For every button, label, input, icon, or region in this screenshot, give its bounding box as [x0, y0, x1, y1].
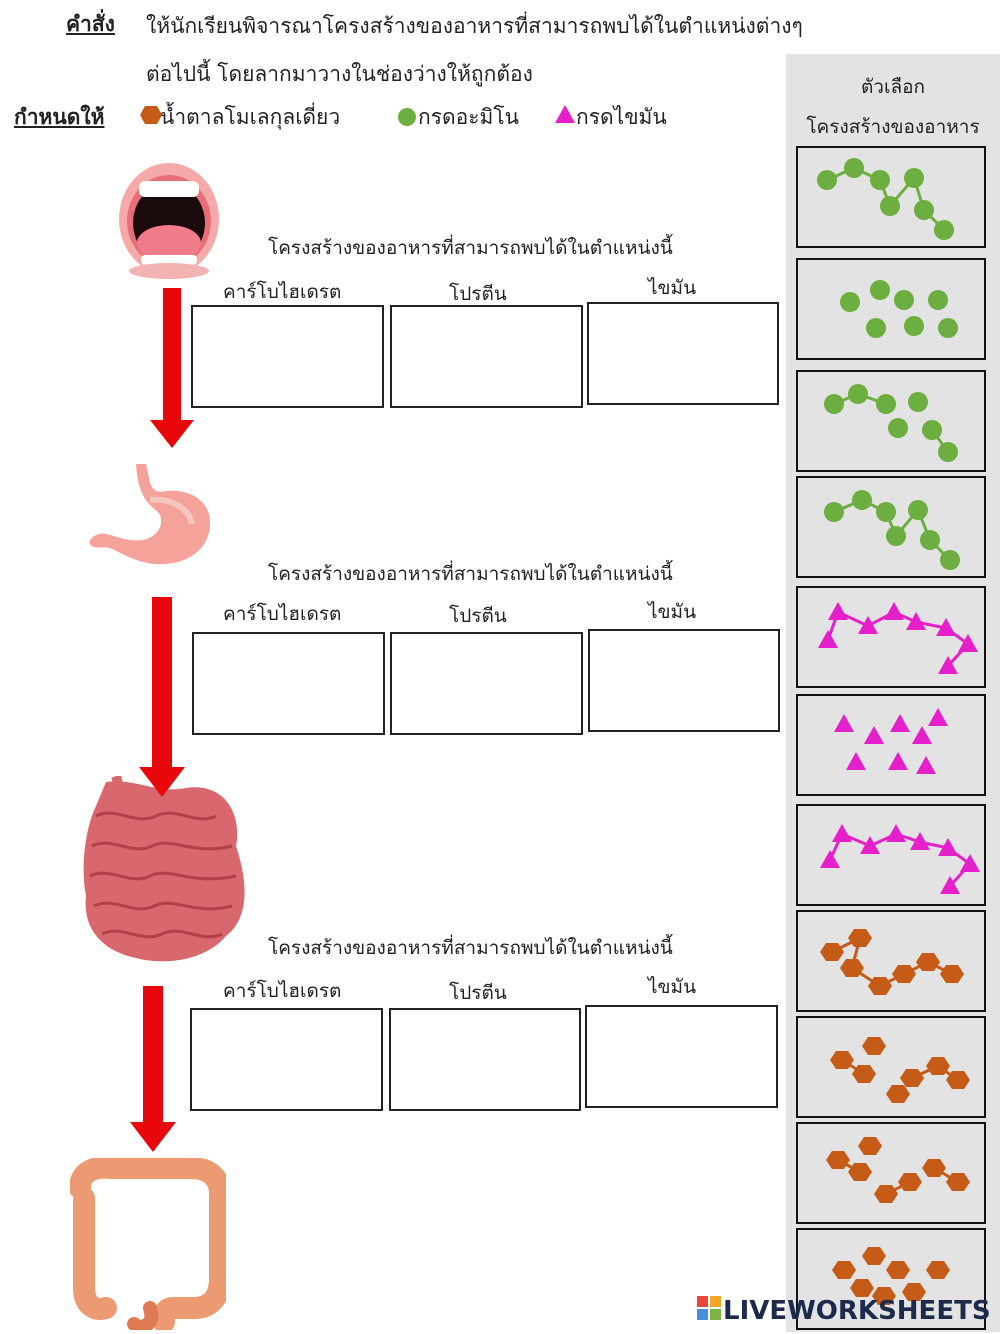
- section-3-carbohydrate-dropzone[interactable]: [190, 1008, 383, 1111]
- instruction-line-2: ต่อไปนี้ โดยลากมาวางในช่องว่างให้ถูกต้อง: [146, 58, 533, 91]
- large-intestine-image: [70, 1158, 226, 1334]
- small-intestine-image: [76, 776, 248, 974]
- amino-acid-chain-graphic: [798, 478, 988, 580]
- option-card-sugar-short-chains-1[interactable]: [796, 1016, 986, 1118]
- amino-acid-chain-graphic: [798, 148, 988, 250]
- option-card-fatty-acid-chain-2[interactable]: [796, 804, 986, 906]
- instruction-label: คำสั่ง: [66, 8, 115, 41]
- legend-item-sugar: น้ำตาลโมเลกุลเดี่ยว: [160, 101, 340, 134]
- liveworksheets-logo: LIVEWORKSHEETS: [697, 1296, 991, 1327]
- free-amino-acids-graphic: [798, 260, 988, 362]
- section-2-protein-label: โปรตีน: [449, 601, 507, 631]
- section-2-carbohydrate-label: คาร์โบไฮเดรต: [223, 599, 341, 629]
- liveworksheets-logo-text: LIVEWORKSHEETS: [723, 1296, 991, 1326]
- section-1-carbohydrate-dropzone[interactable]: [191, 305, 384, 408]
- circle-icon: [397, 107, 417, 131]
- fatty-acid-chain-graphic: [798, 588, 988, 690]
- section-3-carbohydrate-label: คาร์โบไฮเดรต: [223, 976, 341, 1006]
- sugar-short-chains-graphic: [798, 1124, 988, 1226]
- sugar-short-chains-graphic: [798, 1018, 988, 1120]
- down-arrow-2: [139, 597, 185, 801]
- section-3-fat-label: ไขมัน: [648, 972, 696, 1002]
- mouth-image: [117, 163, 221, 285]
- section-1-fat-dropzone[interactable]: [587, 302, 779, 405]
- section-1-carbohydrate-label: คาร์โบไฮเดรต: [223, 277, 341, 307]
- legend-item-amino-acid: กรดอะมิโน: [418, 101, 519, 134]
- section-2-fat-label: ไขมัน: [648, 597, 696, 627]
- options-panel-title: ตัวเลือก: [786, 72, 1000, 102]
- down-arrow-3: [130, 986, 176, 1156]
- options-panel: ตัวเลือก โครงสร้างของอาหาร: [786, 54, 1000, 1332]
- legend-label: กำหนดให้: [14, 101, 104, 134]
- instruction-line-1: ให้นักเรียนพิจารณาโครงสร้างของอาหารที่สา…: [146, 10, 803, 43]
- option-card-fatty-acid-chain-1[interactable]: [796, 586, 986, 688]
- down-arrow-1: [150, 288, 194, 452]
- legend-item-fatty-acid: กรดไขมัน: [576, 101, 667, 134]
- section-2-fat-dropzone[interactable]: [588, 629, 780, 732]
- section-2-protein-dropzone[interactable]: [390, 632, 583, 735]
- section-1-protein-dropzone[interactable]: [390, 305, 583, 408]
- section-2-carbohydrate-dropzone[interactable]: [192, 632, 385, 735]
- stomach-image: [88, 460, 214, 572]
- amino-acid-short-chains-graphic: [798, 372, 988, 474]
- hexagon-icon: [140, 105, 162, 129]
- section-3-fat-dropzone[interactable]: [585, 1005, 778, 1108]
- section-3-title: โครงสร้างของอาหารที่สามารถพบได้ในตำแหน่ง…: [268, 933, 673, 963]
- free-fatty-acids-graphic: [798, 696, 988, 798]
- option-card-amino-acid-short-chains[interactable]: [796, 370, 986, 472]
- option-card-amino-acid-chain-1[interactable]: [796, 146, 986, 248]
- section-1-title: โครงสร้างของอาหารที่สามารถพบได้ในตำแหน่ง…: [268, 233, 673, 263]
- option-card-free-amino-acids[interactable]: [796, 258, 986, 360]
- option-card-sugar-short-chains-2[interactable]: [796, 1122, 986, 1224]
- section-2-title: โครงสร้างของอาหารที่สามารถพบได้ในตำแหน่ง…: [268, 559, 673, 589]
- liveworksheets-logo-icon: [697, 1296, 721, 1327]
- triangle-icon: [554, 104, 576, 128]
- fatty-acid-chain-graphic: [798, 806, 988, 908]
- option-card-amino-acid-chain-2[interactable]: [796, 476, 986, 578]
- section-3-protein-label: โปรตีน: [449, 978, 507, 1008]
- section-1-fat-label: ไขมัน: [648, 273, 696, 303]
- sugar-chain-graphic: [798, 912, 988, 1014]
- option-card-free-fatty-acids[interactable]: [796, 694, 986, 796]
- option-card-sugar-chain[interactable]: [796, 910, 986, 1012]
- section-3-protein-dropzone[interactable]: [389, 1008, 581, 1111]
- options-panel-subtitle: โครงสร้างของอาหาร: [786, 112, 1000, 142]
